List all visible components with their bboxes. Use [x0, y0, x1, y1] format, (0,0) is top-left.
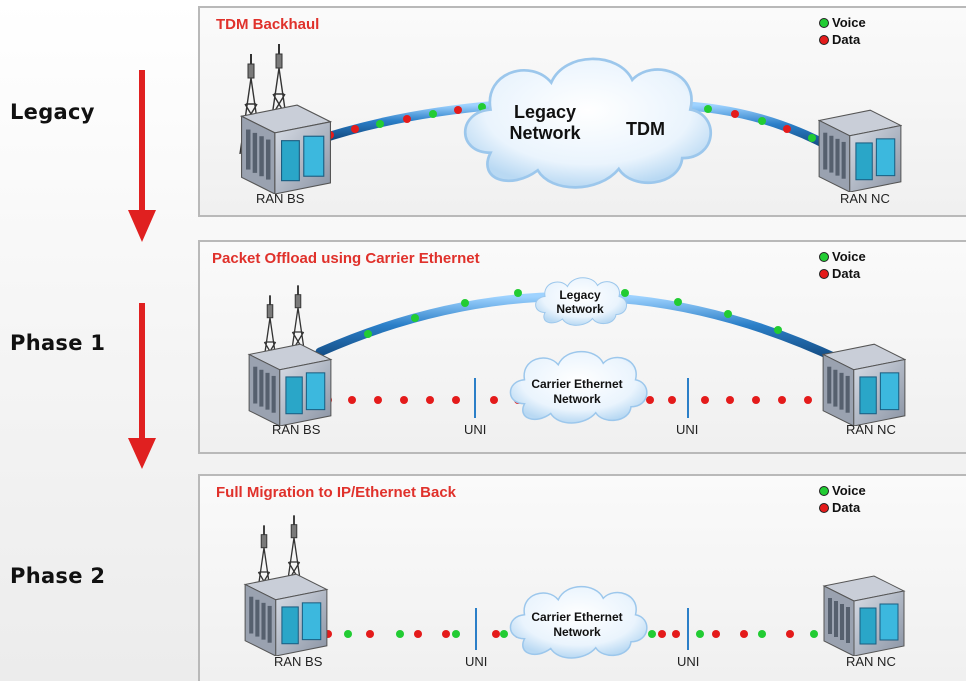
node-label-left: RAN BS — [256, 191, 305, 206]
data-dot-icon — [819, 34, 829, 45]
node-label-right: RAN NC — [846, 422, 896, 437]
legend-voice: Voice — [832, 483, 866, 498]
panel-title: Packet Offload using Carrier Ethernet — [212, 250, 480, 267]
panel-title: Full Migration to IP/Ethernet Back — [216, 484, 457, 501]
panel-phase2: Full Migration to IP/Ethernet Back Voice… — [198, 474, 966, 681]
legend-voice: Voice — [832, 249, 866, 264]
data-dot-icon — [819, 502, 829, 513]
legend: Voice Data — [819, 14, 866, 48]
legend-data: Data — [832, 500, 861, 515]
panel-phase1: Packet Offload using Carrier Ethernet Vo… — [198, 240, 966, 454]
uni-label-right: UNI — [677, 654, 700, 669]
legend-data: Data — [832, 32, 861, 47]
data-dot-icon — [819, 268, 829, 279]
node-label-right: RAN NC — [846, 654, 896, 669]
voice-dot-icon — [819, 251, 829, 262]
upper-cloud-line1: Legacy — [559, 288, 601, 302]
phase-label-phase1: Phase 1 — [10, 331, 106, 355]
upper-cloud-line2: Network — [556, 302, 604, 316]
cloud-label-line1: Carrier Ethernet — [531, 610, 623, 624]
uni-label-right: UNI — [676, 422, 699, 437]
tdm-label: TDM — [626, 119, 665, 139]
legend-data: Data — [832, 266, 861, 281]
lower-cloud-label: Carrier Ethernet Network — [512, 377, 642, 407]
panel-title: TDM Backhaul — [216, 16, 320, 33]
cloud-label-line2: Network — [509, 123, 581, 143]
cloud-label-line2: Network — [553, 625, 601, 639]
uni-label-left: UNI — [465, 654, 488, 669]
legend-voice: Voice — [832, 15, 866, 30]
voice-dot-icon — [819, 17, 829, 28]
lower-cloud-line2: Network — [553, 392, 601, 406]
node-label-left: RAN BS — [272, 422, 321, 437]
panel-legacy: TDM Backhaul Voice Data Legacy Network T… — [198, 6, 966, 217]
legend: Voice Data — [819, 248, 866, 282]
cloud-label: Legacy Network — [490, 102, 600, 144]
phase-label-legacy: Legacy — [10, 100, 95, 124]
base-station-icon — [240, 104, 332, 194]
voice-dot-icon — [819, 485, 829, 496]
base-station-icon — [244, 573, 328, 656]
cloud-label: Carrier Ethernet Network — [512, 610, 642, 640]
legend: Voice Data — [819, 482, 866, 516]
down-arrow-icon — [128, 70, 156, 242]
down-arrow-icon — [128, 303, 156, 469]
network-controller-icon — [818, 109, 902, 192]
node-label-left: RAN BS — [274, 654, 323, 669]
cloud-label-line1: Legacy — [513, 102, 577, 122]
lower-cloud-line1: Carrier Ethernet — [531, 377, 623, 391]
phase-label-phase2: Phase 2 — [10, 564, 106, 588]
uni-label-left: UNI — [464, 422, 487, 437]
base-station-icon — [248, 343, 332, 426]
upper-cloud-label: Legacy Network — [540, 288, 620, 316]
packet-dots — [324, 630, 838, 638]
network-controller-icon — [822, 343, 906, 426]
network-controller-icon — [823, 575, 905, 656]
node-label-right: RAN NC — [840, 191, 890, 206]
